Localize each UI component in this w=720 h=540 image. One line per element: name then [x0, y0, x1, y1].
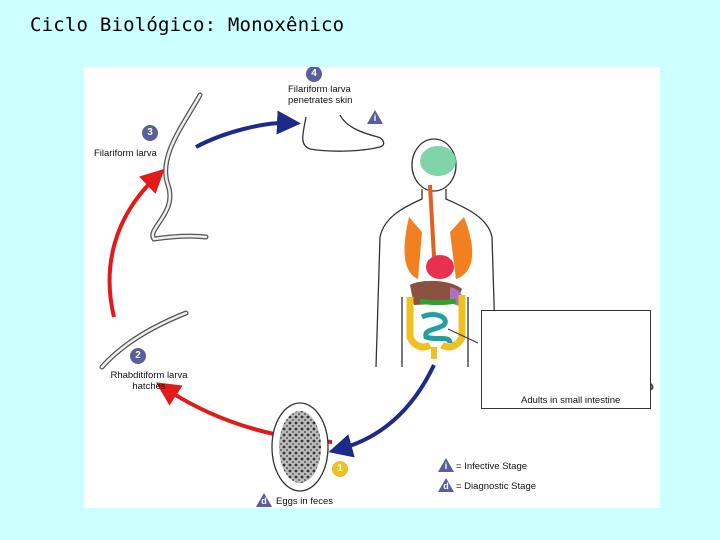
infective-marker-foot-symbol: i [373, 113, 377, 123]
filariform-larva-drawing [150, 92, 209, 242]
stage-4-label-line1: Filariform larva [288, 84, 351, 95]
arrow-filariform-to-skin [195, 110, 301, 149]
diagnostic-marker-eggs [256, 493, 272, 507]
stage-1-number: 1 [337, 463, 343, 474]
infective-marker-foot [367, 110, 383, 124]
legend-diagnostic-triangle [438, 478, 454, 492]
stage-3-marker [142, 125, 158, 141]
stage-3-label: Filariform larva [94, 148, 157, 159]
diagnostic-marker-eggs-symbol: d [261, 496, 267, 506]
life-cycle-diagram: 4 3 2 1 5 i d Filariform larva penetrate… [84, 67, 660, 508]
stage-2-label-line1: Rhabditiform larva [110, 370, 188, 381]
stage-3-number: 3 [147, 127, 153, 138]
legend-infective-label: = Infective Stage [456, 461, 528, 472]
slide-title: Ciclo Biológico: Monoxênico [30, 14, 345, 36]
human-body-drawing [375, 138, 497, 368]
stage-2-label-line2: hatches [132, 381, 166, 392]
stage-2-marker [130, 348, 146, 364]
stage-4-number: 4 [311, 68, 317, 79]
arrow-rhabditiform-to-filariform [107, 168, 165, 318]
stage-2-number: 2 [135, 350, 141, 361]
foot-drawing [302, 114, 385, 152]
stage-1-marker [332, 461, 348, 477]
arrow-intestine-to-eggs [328, 364, 436, 458]
stage-4-label-line2: penetrates skin [288, 95, 353, 106]
legend-infective-triangle [438, 458, 454, 472]
legend-diagnostic-symbol: d [443, 481, 449, 491]
legend-infective-symbol: i [444, 461, 448, 471]
eggs-label: Eggs in feces [276, 496, 334, 507]
diagram-artwork [99, 67, 654, 507]
legend-diagnostic-label: = Diagnostic Stage [456, 481, 537, 492]
adults-inset-box [481, 310, 651, 409]
stage-5-label: Adults in small intestine [521, 395, 621, 406]
stage-4-marker [306, 67, 322, 82]
